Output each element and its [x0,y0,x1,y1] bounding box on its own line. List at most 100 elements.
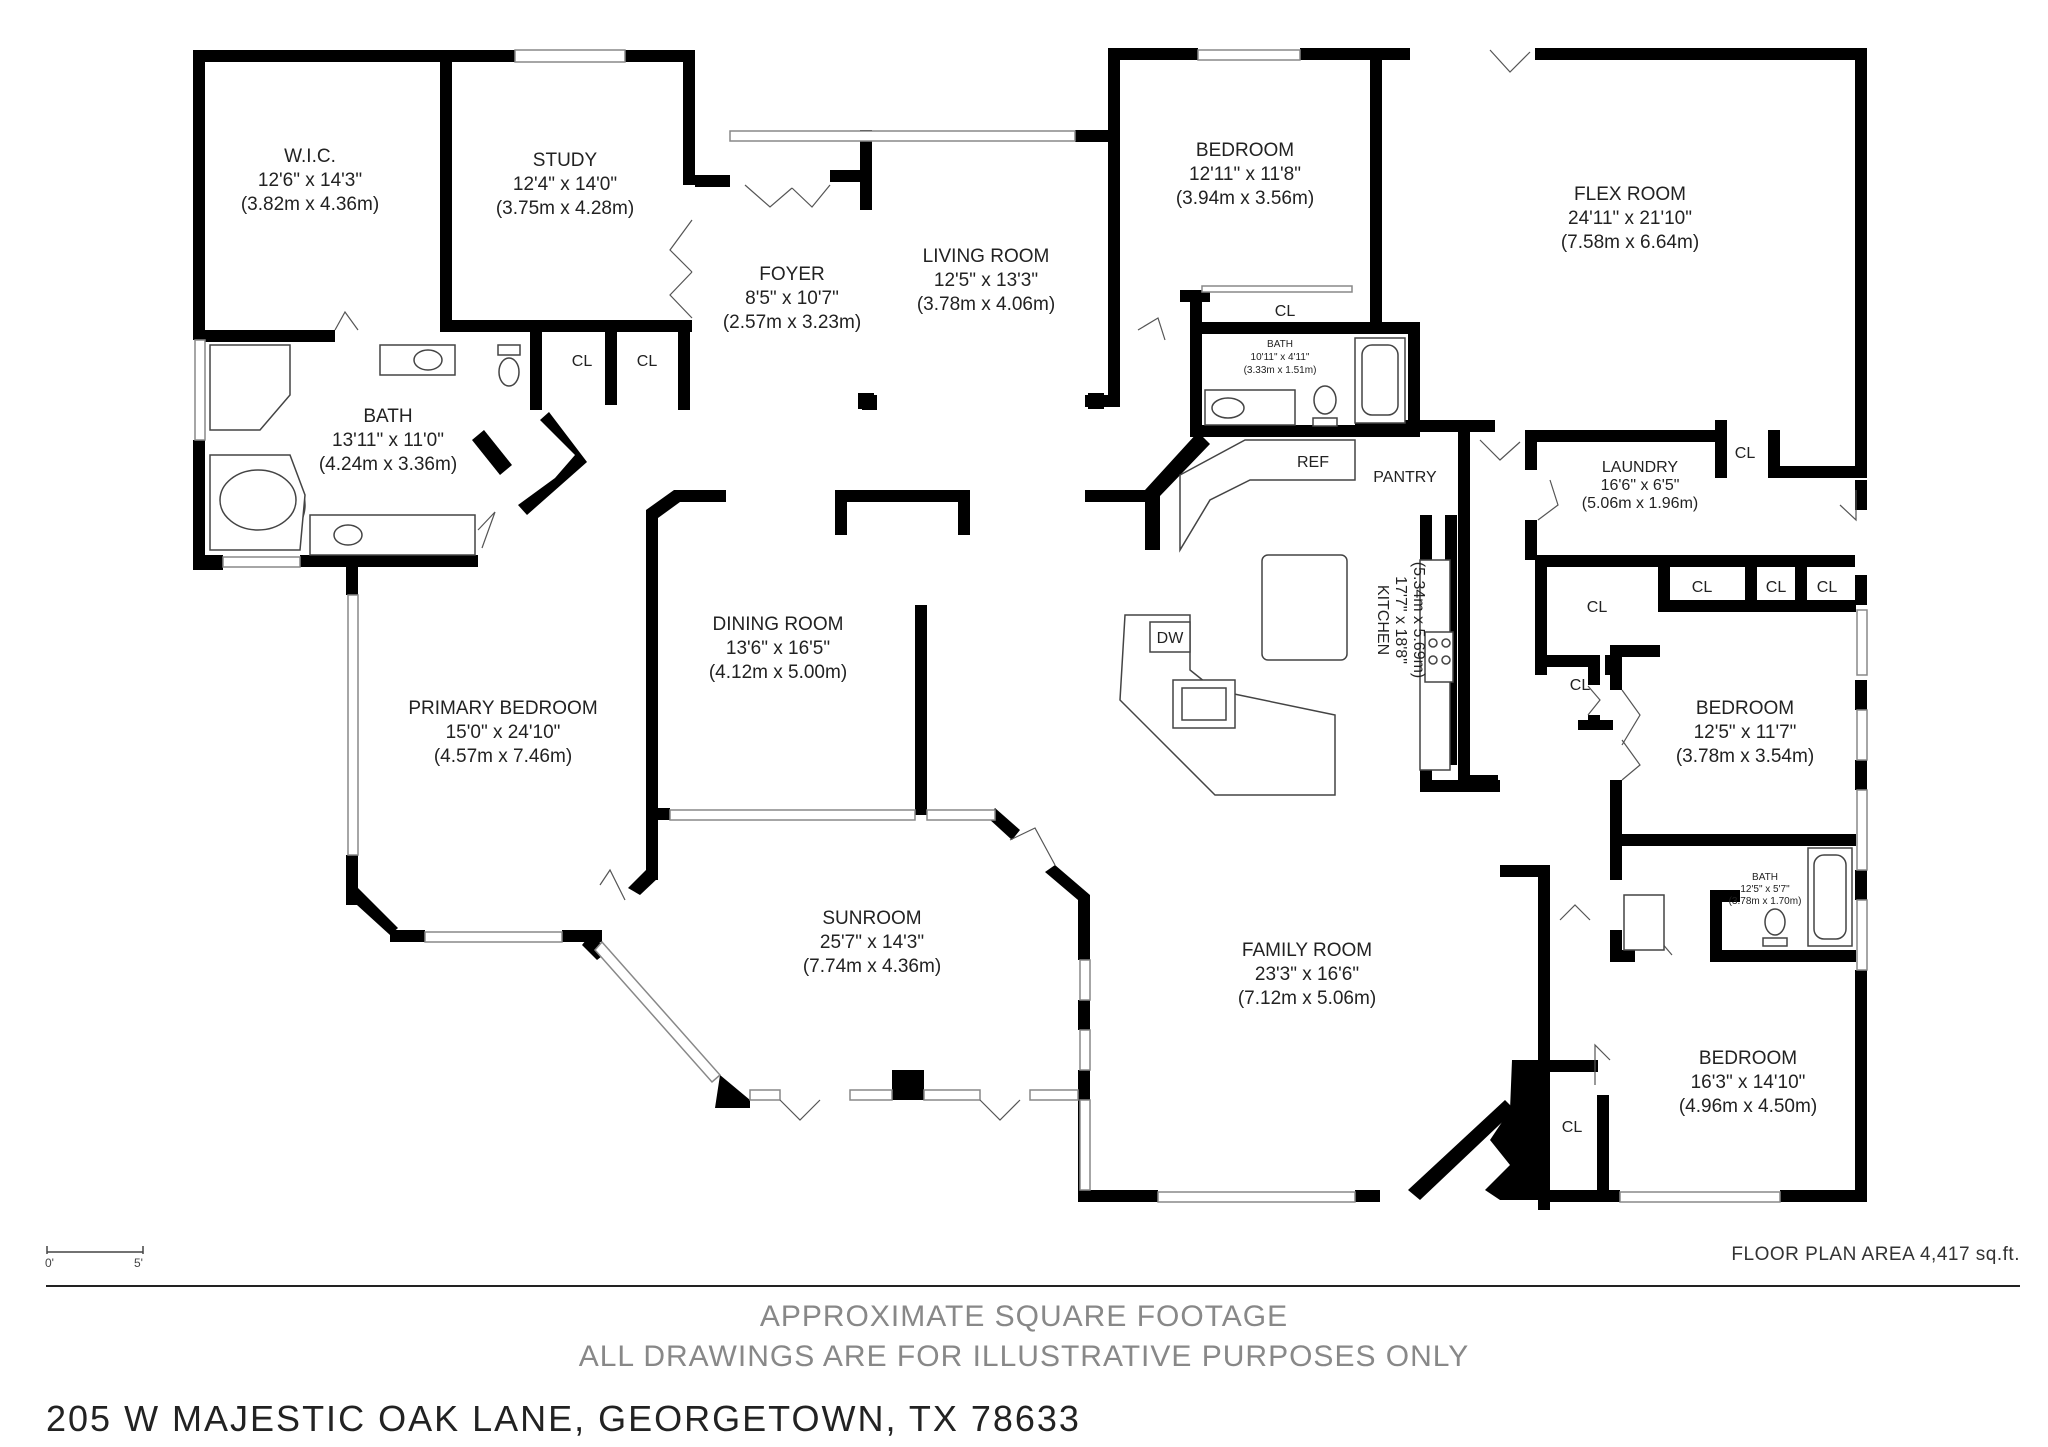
room-dim-m-foyer: (2.57m x 3.23m) [723,312,861,333]
shower [209,344,291,431]
room-dim-ft-study: 12'4" x 14'0" [513,174,617,195]
room-name-foyer: FOYER [759,264,824,285]
wall [988,808,1020,840]
room-dim-m-bedroom-top: (3.94m x 3.56m) [1176,188,1314,209]
room-name-bedroom-top: BEDROOM [1196,140,1294,161]
room-dim-m-study: (3.75m x 4.28m) [496,198,634,219]
toilet-tank [497,344,521,356]
wall [1408,1100,1515,1200]
column [858,393,874,409]
window [514,49,626,63]
fixtures [209,337,1853,951]
room-name-bath-top: BATH [1267,339,1293,350]
wall [958,490,970,535]
door-swing [1587,685,1601,716]
door-swing [477,511,496,549]
room-dim-m-flex: (7.58m x 6.64m) [1561,232,1699,253]
wall [1768,466,1867,478]
wall [1485,1060,1538,1200]
wall [1658,555,1670,610]
kitchen-island [1261,554,1348,661]
room-dim-m-living: (3.78m x 4.06m) [917,294,1055,315]
sink-icon [333,524,363,546]
burner [1428,638,1438,648]
room-name-bath-primary: BATH [363,406,412,427]
scale-bar [46,1246,144,1254]
room-dim-ft-family: 23'3" x 16'6" [1255,964,1359,985]
room-dim-m-bedroom-mid: (3.78m x 3.54m) [1676,746,1814,767]
wall [835,490,970,502]
windows [194,49,1868,1203]
wall [1525,430,1725,442]
window [1619,1191,1781,1203]
wall [346,555,358,595]
wall [452,320,692,332]
room-dim-ft-dining: 13'6" x 16'5" [726,638,830,659]
wall [678,330,690,410]
window [222,556,301,568]
wall [1768,430,1780,478]
closet-label: CL [572,353,593,370]
floor-plan-area: FLOOR PLAN AREA 4,417 sq.ft. [1731,1244,2020,1265]
kitchen-counter-top [1179,439,1356,553]
divider [46,1285,2020,1287]
room-dim-ft-bedroom-mid: 12'5" x 11'7" [1694,722,1797,743]
door-swing [1559,904,1591,921]
door-swing [669,219,693,273]
window [729,130,1076,142]
wall [1610,834,1856,846]
vanity [1623,894,1665,951]
closet-label: CL [1817,579,1838,596]
wall [1855,870,1867,900]
window [1856,899,1868,971]
wall [1710,950,1856,962]
window [1197,49,1301,61]
room-name-sunroom: SUNROOM [822,908,921,929]
room-dim-ft-wic: 12'6" x 14'3" [258,170,362,191]
toilet-tank [1312,417,1338,427]
room-dim-ft-bath-top: 10'11" x 4'11" [1251,352,1310,363]
burner [1441,638,1451,648]
property-address: 205 W MAJESTIC OAK LANE, GEORGETOWN, TX … [46,1398,1081,1439]
wall [1078,1190,1158,1202]
wall [1795,555,1807,610]
window [849,1089,893,1101]
bathtub-basin [219,469,297,531]
scale-end-label: 5' [134,1256,143,1270]
wall [300,555,478,567]
pantry-label: PANTRY [1373,469,1437,486]
room-name-laundry: LAUNDRY [1602,459,1679,476]
wall [1855,970,1867,1202]
closet-label: CL [637,353,658,370]
sink-icon [1211,397,1245,419]
burner [1428,655,1438,665]
wall [1855,760,1867,790]
wall [346,888,398,935]
wall [1855,575,1867,605]
sink-icon [413,349,443,371]
bathtub-basin [1813,854,1847,940]
room-name-kitchen: KITCHEN [1374,585,1391,655]
door-swing [1537,479,1559,521]
wall [1597,1095,1609,1195]
bathtub-basin [1361,344,1399,416]
room-dim-ft-bath-primary: 13'11" x 11'0" [332,430,444,451]
closet-label: CL [1562,1119,1583,1136]
wall [530,330,542,410]
wall [1190,322,1420,334]
room-name-primary-bedroom: PRIMARY BEDROOM [408,698,597,719]
closet-label: CL [1275,303,1296,320]
room-name-study: STUDY [533,150,598,171]
door-swing [979,1099,1021,1121]
window [669,809,916,821]
dishwasher-label: DW [1157,630,1185,647]
window [1079,1029,1091,1071]
window [194,339,206,441]
window [1157,1191,1356,1203]
wall [1370,48,1382,328]
wall [674,490,726,502]
window [1856,789,1868,871]
wall [193,555,223,570]
room-name-flex: FLEX ROOM [1574,184,1686,205]
wall [646,510,658,880]
